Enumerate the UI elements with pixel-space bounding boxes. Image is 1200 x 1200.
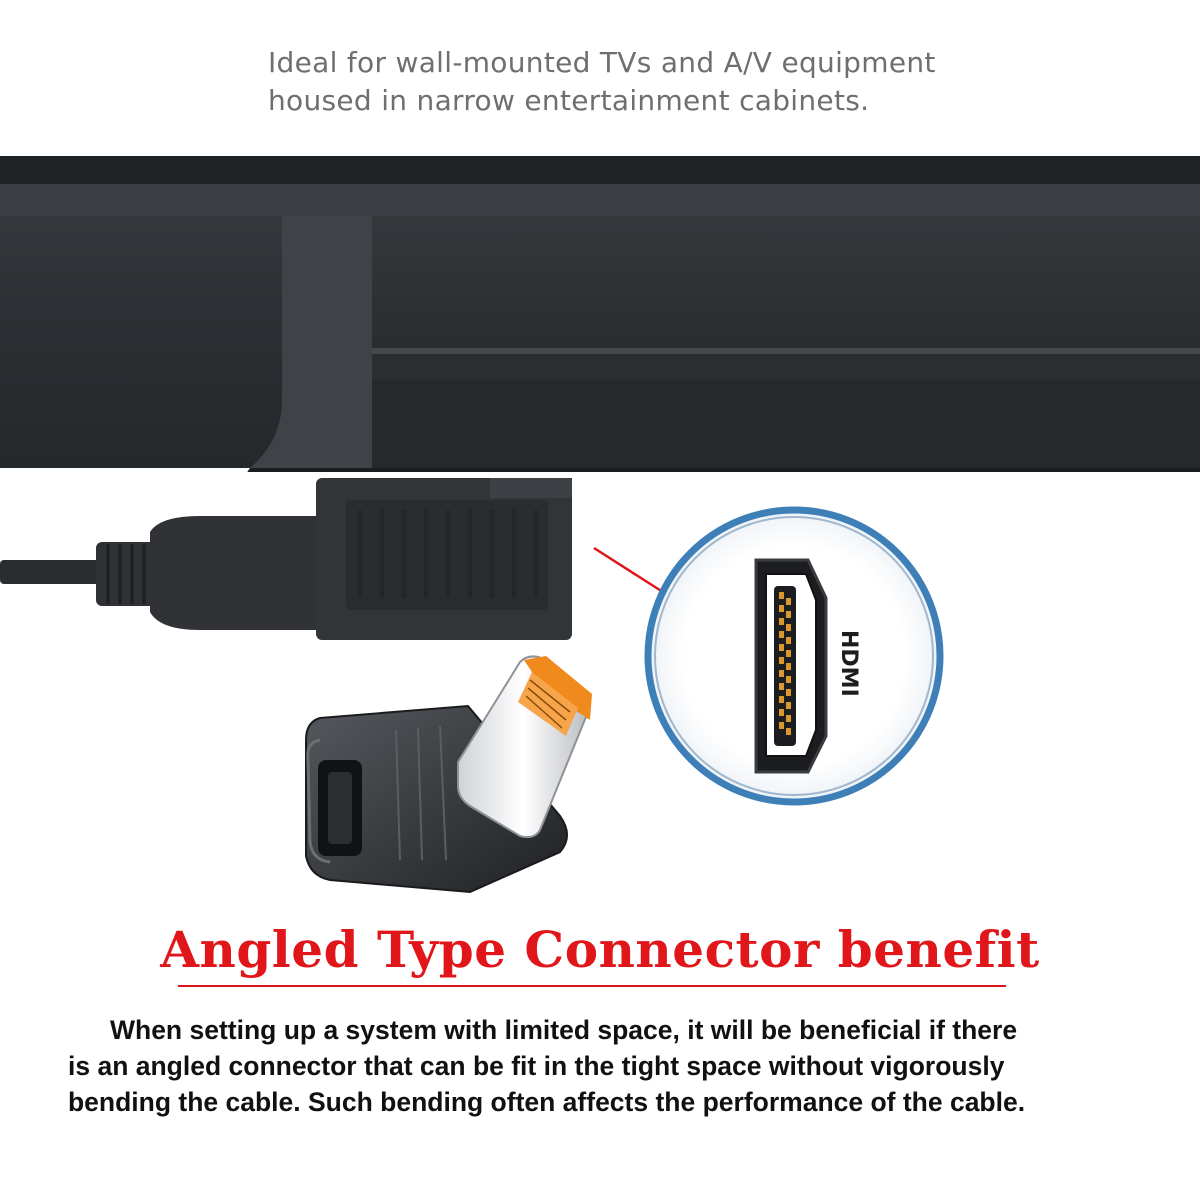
hdmi-label: HDMI: [836, 630, 861, 697]
body-paragraph: When setting up a system with limited sp…: [68, 1012, 1168, 1120]
body-line-2: is an angled connector that can be fit i…: [68, 1051, 1005, 1081]
tv-edge-illustration: [0, 156, 1200, 495]
hdmi-port-icon: HDMI: [644, 506, 944, 806]
body-line-1: When setting up a system with limited sp…: [110, 1015, 1018, 1045]
top-caption: Ideal for wall-mounted TVs and A/V equip…: [268, 44, 1028, 120]
body-line-3: bending the cable. Such bending often af…: [68, 1087, 1026, 1117]
caption-line-1: Ideal for wall-mounted TVs and A/V equip…: [268, 46, 936, 79]
callout-line: [593, 546, 667, 596]
headline-underline: [178, 985, 1006, 987]
caption-line-2: housed in narrow entertainment cabinets.: [268, 84, 870, 117]
angled-adapter-icon: [305, 655, 592, 894]
headline: Angled Type Connector benefit: [160, 920, 1040, 979]
hdmi-cable-plug-icon: [0, 478, 572, 640]
